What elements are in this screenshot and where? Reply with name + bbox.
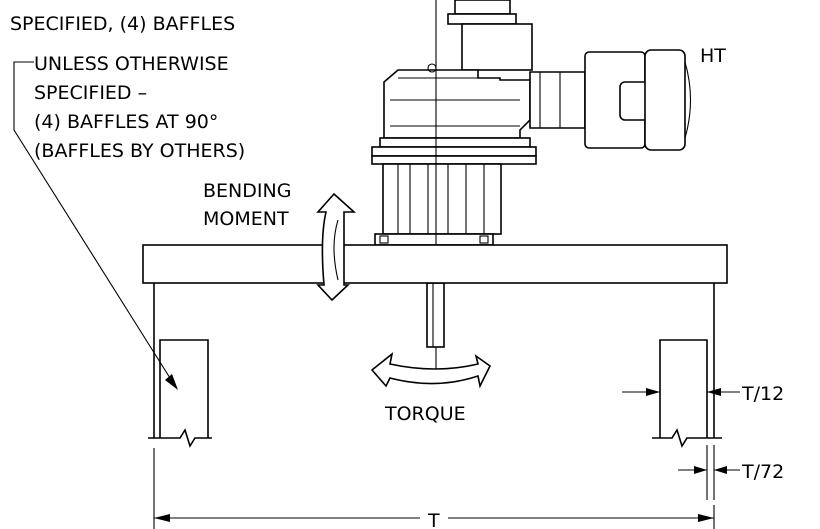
baffle-note: UNLESS OTHERWISE SPECIFIED – (4) BAFFLES… bbox=[34, 53, 245, 162]
dim-t72-label: T/72 bbox=[741, 461, 784, 483]
baffle-note-line3: (4) BAFFLES AT 90° bbox=[34, 111, 218, 133]
baffle-leader bbox=[13, 61, 178, 390]
torque-label: TORQUE bbox=[384, 403, 466, 425]
bending-label-line1: BENDING bbox=[203, 180, 291, 202]
tank-walls bbox=[148, 283, 722, 448]
top-note-label: SPECIFIED, (4) BAFFLES bbox=[10, 13, 235, 35]
bending-label-line2: MOMENT bbox=[203, 208, 289, 230]
dim-t12-label: T/12 bbox=[741, 383, 784, 405]
baffle-right bbox=[659, 339, 708, 438]
dim-t72 bbox=[678, 445, 740, 500]
baffle-note-line1: UNLESS OTHERWISE bbox=[34, 53, 229, 75]
motor-hp-label: HT bbox=[700, 45, 726, 67]
dim-t-label: T bbox=[427, 510, 440, 529]
dim-t bbox=[153, 448, 715, 529]
tank-top-plate bbox=[142, 244, 728, 284]
baffle-left bbox=[159, 339, 209, 438]
drive-unit bbox=[371, 0, 691, 246]
baffle-note-line4: (BAFFLES BY OTHERS) bbox=[34, 140, 245, 162]
bending-moment-arrow bbox=[316, 192, 357, 302]
torque-arrow bbox=[370, 352, 492, 389]
mixer-shaft bbox=[426, 0, 445, 380]
dim-t12 bbox=[622, 388, 740, 396]
baffle-note-line2: SPECIFIED – bbox=[34, 82, 147, 104]
